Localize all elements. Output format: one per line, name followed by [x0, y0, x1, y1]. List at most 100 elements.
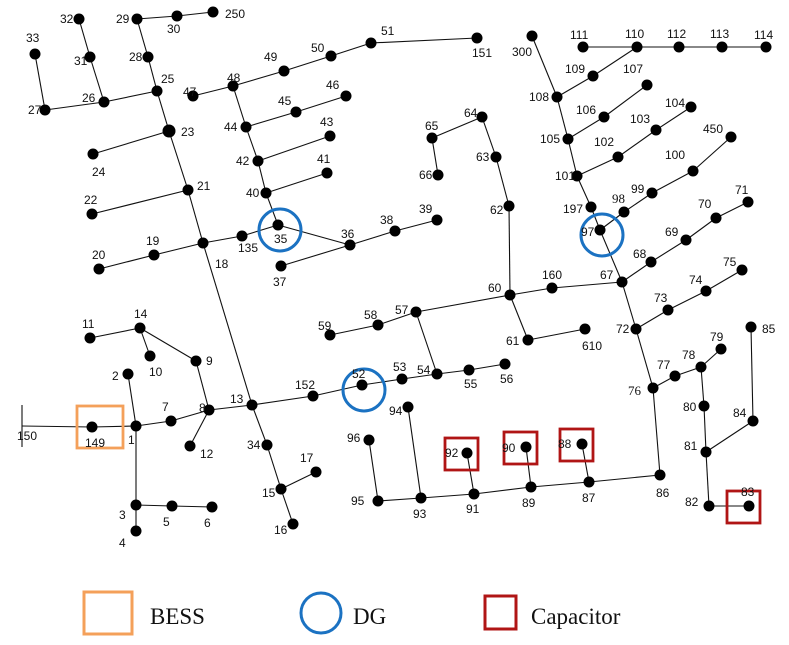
bus-node-72 [630, 323, 642, 335]
bus-label-1: 1 [128, 433, 135, 447]
branch-3-5 [135, 504, 173, 507]
branch-197-101 [576, 175, 592, 208]
bus-label-47: 47 [183, 85, 197, 99]
bus-label-79: 79 [710, 330, 724, 344]
bus-node-36 [344, 239, 356, 251]
bus-label-24: 24 [92, 165, 106, 179]
bus-label-610: 610 [582, 339, 602, 353]
bus-node-3 [130, 499, 142, 511]
capacitor-marker-83 [725, 489, 762, 525]
branch-84-85 [750, 326, 754, 422]
bus-node-1 [130, 420, 142, 432]
branch-26-31 [89, 56, 105, 103]
bus-node-62 [503, 200, 515, 212]
branch-29-30 [136, 15, 178, 20]
bus-label-7: 7 [162, 400, 169, 414]
bus-node-300 [526, 30, 538, 42]
legend-dg-label: DG [353, 604, 386, 629]
bus-label-45: 45 [278, 94, 292, 108]
bus-node-12 [184, 440, 196, 452]
bus-label-72: 72 [616, 322, 630, 336]
bus-label-38: 38 [380, 213, 394, 227]
branch-36-38 [349, 230, 396, 246]
branch-98-99 [623, 192, 653, 213]
bus-node-95 [372, 495, 384, 507]
bus-label-23: 23 [181, 125, 195, 139]
branch-13-18 [202, 242, 253, 406]
branch-53-54 [401, 373, 438, 380]
bus-label-150: 150 [17, 429, 37, 443]
bus-node-107 [641, 79, 653, 91]
bus-label-135: 135 [238, 241, 258, 255]
bus-node-10 [144, 350, 156, 362]
branch-lines [21, 11, 766, 531]
bus-label-26: 26 [82, 91, 96, 105]
bus-node-103 [650, 124, 662, 136]
dg-marker-97 [579, 212, 625, 258]
bus-node-73 [662, 304, 674, 316]
branch-40-41 [265, 172, 328, 194]
bus-label-73: 73 [654, 291, 668, 305]
bus-node-80 [698, 400, 710, 412]
bus-node-51 [365, 37, 377, 49]
branch-60-62 [508, 205, 511, 296]
bus-label-149: 149 [85, 436, 105, 450]
bus-node-6 [206, 501, 218, 513]
bus-label-57: 57 [395, 303, 409, 317]
bus-node-96 [363, 434, 375, 446]
bus-label-66: 66 [419, 168, 433, 182]
bus-label-94: 94 [389, 404, 403, 418]
bus-label-33: 33 [26, 31, 40, 45]
bus-label-59: 59 [318, 319, 332, 333]
bus-label-152: 152 [295, 378, 315, 392]
branch-19-20 [98, 254, 155, 270]
bus-node-17 [310, 466, 322, 478]
bus-node-33 [29, 48, 41, 60]
bus-label-63: 63 [476, 150, 490, 164]
branch-42-43 [257, 135, 331, 162]
bus-node-18 [197, 237, 209, 249]
branch-31-32 [78, 18, 91, 58]
bus-node-7 [165, 415, 177, 427]
legend-bess-label: BESS [150, 604, 205, 629]
branch-67-97 [599, 229, 623, 283]
bus-label-36: 36 [341, 227, 355, 241]
bus-node-55 [463, 364, 475, 376]
legend-capacitor-symbol [483, 594, 518, 631]
bus-node-99 [646, 187, 658, 199]
bus-node-151 [471, 32, 483, 44]
bus-label-86: 86 [656, 486, 670, 500]
bus-node-13 [246, 399, 258, 411]
bus-label-100: 100 [665, 148, 685, 162]
bus-node-97 [594, 224, 606, 236]
branch-30-250 [176, 11, 214, 17]
bus-label-2: 2 [112, 369, 119, 383]
branch-60-61 [509, 294, 529, 341]
bus-label-101: 101 [555, 169, 575, 183]
branch-50-51 [330, 42, 372, 57]
bus-node-78 [695, 361, 707, 373]
bus-node-88 [576, 438, 588, 450]
bus-node-112 [673, 41, 685, 53]
bus-label-93: 93 [413, 507, 427, 521]
branch-72-73 [635, 309, 669, 330]
bus-node-610 [579, 323, 591, 335]
bus-label-9: 9 [206, 354, 213, 368]
bus-label-55: 55 [464, 377, 478, 391]
bus-node-46 [340, 90, 352, 102]
bus-label-54: 54 [417, 363, 431, 377]
branch-93-94 [407, 406, 422, 499]
bus-node-98 [618, 206, 630, 218]
bus-label-81: 81 [684, 439, 698, 453]
bus-label-31: 31 [74, 54, 88, 68]
branch-108-109 [556, 75, 594, 98]
bus-label-30: 30 [167, 22, 181, 36]
bus-node-21 [182, 184, 194, 196]
branch-55-56 [468, 363, 506, 371]
bus-label-52: 52 [352, 367, 366, 381]
bus-label-151: 151 [472, 46, 492, 60]
bus-node-77 [669, 370, 681, 382]
bus-node-64 [476, 111, 488, 123]
